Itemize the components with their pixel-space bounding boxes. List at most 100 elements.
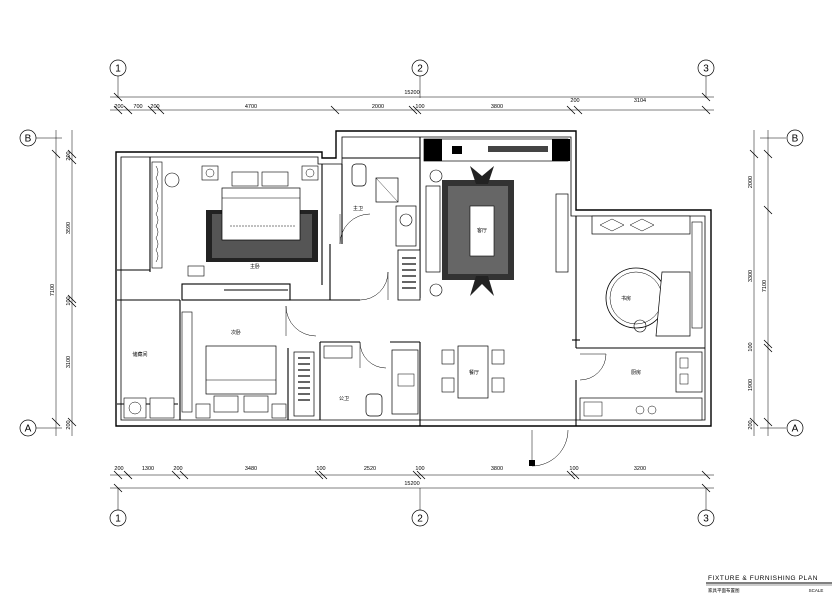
nightstand: [271, 403, 287, 419]
dim-bottom-seg: 100: [415, 466, 424, 472]
axis-bubble-2-bottom: 2: [411, 509, 429, 527]
room-label-second-bedroom: 次卧: [231, 329, 241, 336]
room-label-bath-1: 主卫: [353, 205, 363, 212]
second-bedroom: 次卧: [181, 311, 315, 419]
svg-text:A: A: [792, 424, 799, 435]
svg-text:A: A: [25, 424, 32, 435]
axis-bubble-3-bottom: 3: [697, 509, 715, 527]
dim-left-seg: 3100: [66, 356, 72, 368]
master-bedroom: 主卧: [151, 161, 319, 277]
lounge-chair: [655, 271, 691, 337]
svg-text:1: 1: [115, 514, 121, 525]
axis-bubble-1-bottom: 1: [109, 509, 127, 527]
dim-left-seg: 3590: [66, 222, 72, 234]
armchair: [470, 276, 494, 296]
svg-text:B: B: [792, 134, 799, 145]
room-label-living: 客厅: [477, 227, 487, 234]
wardrobe: [293, 351, 315, 417]
washer: [123, 397, 147, 419]
dim-right-seg: 200: [748, 420, 754, 429]
pillow: [261, 171, 289, 187]
grid-axes: [36, 76, 786, 510]
dim-right-seg: 100: [748, 342, 754, 351]
entrance-door-stop: [529, 460, 535, 466]
axis-bubble-b-right: B: [786, 129, 804, 147]
caption-title: FIXTURE & FURNISHING PLAN: [708, 575, 818, 582]
dim-bottom-seg: 100: [569, 466, 578, 472]
dim-top-seg: 4700: [245, 104, 257, 110]
round-chaise: [605, 267, 667, 329]
dining-chair: [441, 349, 455, 365]
caption-scale: SCALE: [809, 588, 824, 593]
axis-bubble-a-left: A: [19, 419, 37, 437]
shower: [391, 349, 419, 415]
svg-text:B: B: [25, 134, 32, 145]
axis-bubble-2-top: 2: [411, 59, 429, 77]
utility-sink: [149, 397, 175, 419]
svg-text:2: 2: [417, 64, 423, 75]
fridge: [675, 351, 703, 393]
room-label-dining: 餐厅: [469, 369, 479, 376]
drawing-caption: FIXTURE & FURNISHING PLAN 家具平面布置图 SCALE: [706, 575, 832, 594]
dim-top-seg: 2000: [372, 104, 384, 110]
axis-bubble-b-left: B: [19, 129, 37, 147]
sink-icon: [397, 373, 415, 387]
axis-bubble-1-top: 1: [109, 59, 127, 77]
dim-bottom-seg: 200: [173, 466, 182, 472]
dining-area: 餐厅: [441, 345, 505, 399]
dim-left-seg: 100: [66, 296, 72, 305]
room-label-study: 书房: [621, 295, 631, 302]
double-bed: [205, 345, 277, 395]
burner-icon: [647, 405, 657, 415]
double-bed: [221, 187, 301, 241]
plant-icon: [164, 172, 180, 188]
plant-icon: [452, 146, 462, 154]
burner-icon: [635, 405, 645, 415]
coffee-table: [469, 205, 495, 257]
dim-top-seg: 200: [570, 98, 579, 104]
toilet-icon: [351, 163, 367, 187]
door-swings: [285, 213, 607, 467]
toilet-icon: [365, 393, 383, 417]
tv-screen: [488, 146, 548, 152]
dim-right-seg: 3300: [748, 270, 754, 282]
dim-top-seg: 100: [415, 104, 424, 110]
dining-chair: [441, 377, 455, 393]
dim-top-seg: 200: [150, 104, 159, 110]
dim-left-seg: 200: [66, 420, 72, 429]
storage-room: 储藏间: [123, 351, 175, 419]
kitchen: 厨房: [579, 351, 703, 421]
dim-bottom-seg: 3480: [245, 466, 257, 472]
svg-text:1: 1: [115, 64, 121, 75]
dim-bottom-seg: 3200: [634, 466, 646, 472]
dim-top-total: 15200: [404, 90, 419, 96]
pillow: [213, 395, 239, 413]
dining-chair: [491, 377, 505, 393]
axis-bubble-a-right: A: [786, 419, 804, 437]
living-room: 客厅: [397, 138, 570, 301]
dim-bottom-seg: 100: [316, 466, 325, 472]
dim-bottom-seg: 3800: [491, 466, 503, 472]
svg-text:2: 2: [417, 514, 423, 525]
dim-right-seg: 1900: [748, 379, 754, 391]
nightstand: [301, 165, 319, 181]
axis-bubble-3-top: 3: [697, 59, 715, 77]
bookshelf: [591, 215, 691, 235]
room-label-storage: 储藏间: [132, 351, 147, 358]
lamp-icon: [205, 168, 215, 178]
dining-table: [457, 345, 489, 399]
dim-top-seg: 3104: [634, 98, 646, 104]
room-label-bath-2: 公卫: [339, 396, 349, 402]
armchair: [470, 166, 494, 184]
master-bathroom: 主卫: [351, 163, 417, 247]
dimension-lines: [55, 96, 769, 489]
dim-bottom-total: 15200: [404, 481, 419, 487]
side-table-icon: [429, 169, 443, 183]
common-bathroom: 公卫: [323, 345, 419, 417]
dim-top-seg: 700: [133, 104, 142, 110]
dim-bottom-seg: 2520: [364, 466, 376, 472]
sink-icon: [399, 213, 413, 227]
dining-chair: [491, 349, 505, 365]
sink-icon: [583, 401, 603, 417]
